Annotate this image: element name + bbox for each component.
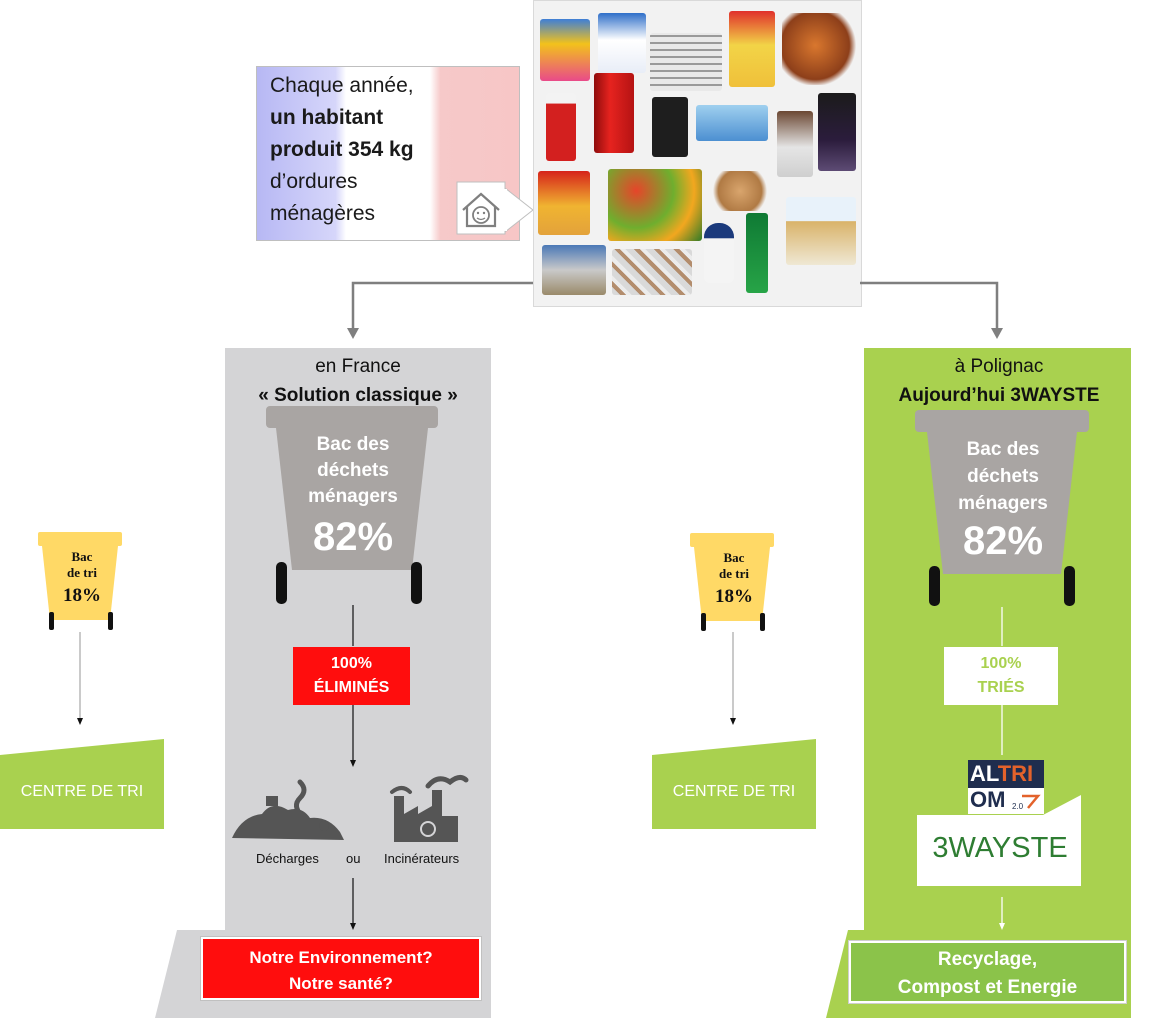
france-bin-line-2: déchets	[317, 460, 389, 481]
polignac-household-bin-icon	[915, 410, 1089, 606]
incinerator-label: Incinérateurs	[384, 851, 460, 866]
france-subtitle: en France	[315, 356, 401, 377]
house-smiley-icon	[456, 181, 534, 235]
polignac-bin-line-2: déchets	[967, 466, 1039, 487]
landfill-icon	[232, 779, 344, 840]
france-bin-line-1: Bac des	[316, 434, 390, 455]
right-sorting-bin-icon	[690, 533, 774, 631]
wayste-logo-text: 3WAYSTE	[932, 832, 1068, 864]
left-centre-shape	[0, 739, 164, 829]
polignac-bin-line-1: Bac des	[966, 439, 1040, 460]
left-sorting-bin-percent: 18%	[63, 585, 101, 606]
right-sorting-bin-label: Bac de tri	[696, 550, 772, 582]
altriom-top-text: ALTRI	[970, 761, 1034, 786]
left-centre-label: CENTRE DE TRI	[20, 783, 144, 800]
right-sorting-bin-percent: 18%	[715, 586, 753, 607]
recycling-line-2: Compost et Energie	[897, 977, 1078, 998]
france-bin-line-3: ménagers	[308, 486, 398, 507]
polignac-bin-line-3: ménagers	[958, 493, 1048, 514]
eliminated-line-1: 100%	[331, 655, 372, 672]
left-sorting-bin-label: Bac de tri	[44, 549, 120, 581]
environment-line-2: Notre santé?	[289, 974, 393, 993]
france-household-bin-icon	[266, 406, 438, 604]
sorted-line-2: TRIÉS	[977, 679, 1025, 696]
right-centre-shape	[652, 739, 816, 829]
polignac-bin-percent: 82%	[962, 519, 1044, 563]
france-bin-percent: 82%	[312, 515, 394, 559]
eliminated-line-2: ÉLIMINÉS	[313, 679, 390, 696]
sorted-line-1: 100%	[980, 655, 1022, 672]
left-sorting-bin-line-2: de tri	[67, 565, 97, 580]
polignac-subtitle: à Polignac	[954, 356, 1044, 377]
intro-text: Chaque année, un habitant produit 354 kg…	[270, 70, 520, 230]
recycling-box: Recyclage, Compost et Energie	[849, 941, 1126, 1003]
landfill-label: Décharges	[256, 851, 319, 866]
left-sorting-bin-line-1: Bac	[71, 549, 93, 564]
intro-line-3: produit 354 kg	[270, 138, 414, 161]
right-sorting-bin-line-1: Bac	[723, 550, 745, 565]
left-sorting-bin-icon	[38, 532, 122, 630]
polignac-title: Aujourd’hui 3WAYSTE	[898, 385, 1100, 406]
altriom-logo: ALTRI OM 2.0	[968, 760, 1044, 814]
environment-line-1: Notre Environnement?	[249, 948, 433, 967]
altriom-bottom-text: OM	[970, 787, 1006, 812]
eliminated-box: 100% ÉLIMINÉS	[293, 647, 410, 705]
environment-health-box: Notre Environnement? Notre santé?	[201, 937, 481, 1000]
altriom-arrow-icon	[1022, 794, 1041, 809]
altriom-version: 2.0	[1012, 802, 1024, 811]
right-sorting-bin-line-2: de tri	[719, 566, 749, 581]
recycling-line-1: Recyclage,	[937, 949, 1038, 970]
intro-line-5: ménagères	[270, 202, 376, 225]
intro-line-1: Chaque année,	[270, 74, 414, 97]
france-bin-label: Bac des déchets ménagers	[282, 432, 424, 510]
left-sorting-arrow	[77, 632, 83, 725]
product-collage-image	[533, 0, 862, 307]
intro-line-2: un habitant	[270, 106, 384, 129]
right-sorting-arrow	[730, 632, 736, 725]
intro-line-4: d’ordures	[270, 170, 358, 193]
wayste-logo-shape	[917, 795, 1081, 886]
right-centre-label: CENTRE DE TRI	[672, 783, 796, 800]
incinerator-factory-icon	[390, 774, 469, 842]
sorted-box: 100% TRIÉS	[944, 647, 1058, 705]
top-connector-arrows	[347, 281, 1003, 339]
or-label: ou	[346, 851, 361, 866]
polignac-bin-label: Bac des déchets ménagers	[932, 436, 1074, 517]
france-title: « Solution classique »	[258, 385, 458, 406]
